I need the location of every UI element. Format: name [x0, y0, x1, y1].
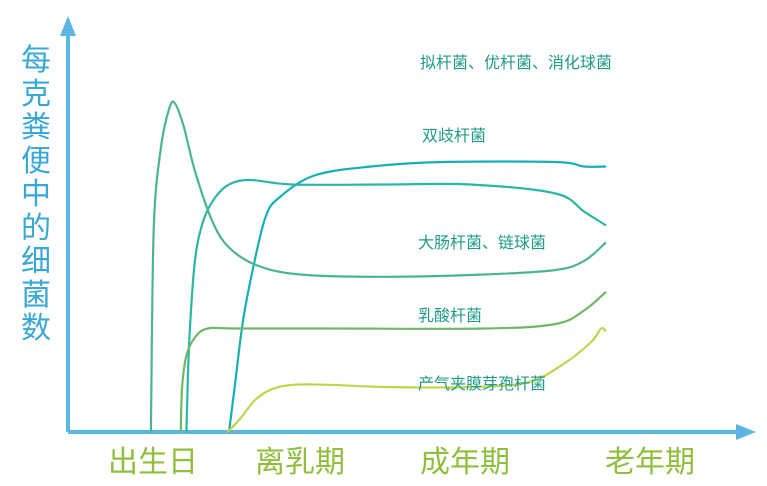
series-label-1: 拟杆菌、优杆菌、消化球菌: [420, 53, 612, 72]
x-tick-labels: 出生日 离乳期 成年期 老年期: [108, 445, 695, 480]
x-axis-arrow: [736, 424, 756, 440]
x-tick-label-1: 出生日: [108, 445, 198, 480]
y-axis-label: 每克粪便中的细菌数: [21, 43, 51, 346]
axes: [60, 16, 756, 440]
series-group: [149, 100, 607, 434]
x-tick-label-2: 离乳期: [255, 445, 345, 480]
series-label-5: 产气夹膜芽孢杆菌: [418, 374, 546, 393]
series-line-4: [179, 291, 607, 434]
x-tick-label-3: 成年期: [420, 445, 510, 480]
series-line-2: [185, 178, 607, 434]
series-line-1: [227, 160, 607, 434]
x-tick-label-4: 老年期: [605, 445, 695, 480]
series-label-4: 乳酸杆菌: [418, 306, 482, 325]
series-line-3: [149, 100, 607, 434]
series-line-5: [226, 326, 607, 434]
y-axis-arrow: [60, 16, 76, 36]
series-label-3: 大肠杆菌、链球菌: [418, 233, 546, 252]
series-label-2: 双歧杆菌: [422, 126, 486, 145]
